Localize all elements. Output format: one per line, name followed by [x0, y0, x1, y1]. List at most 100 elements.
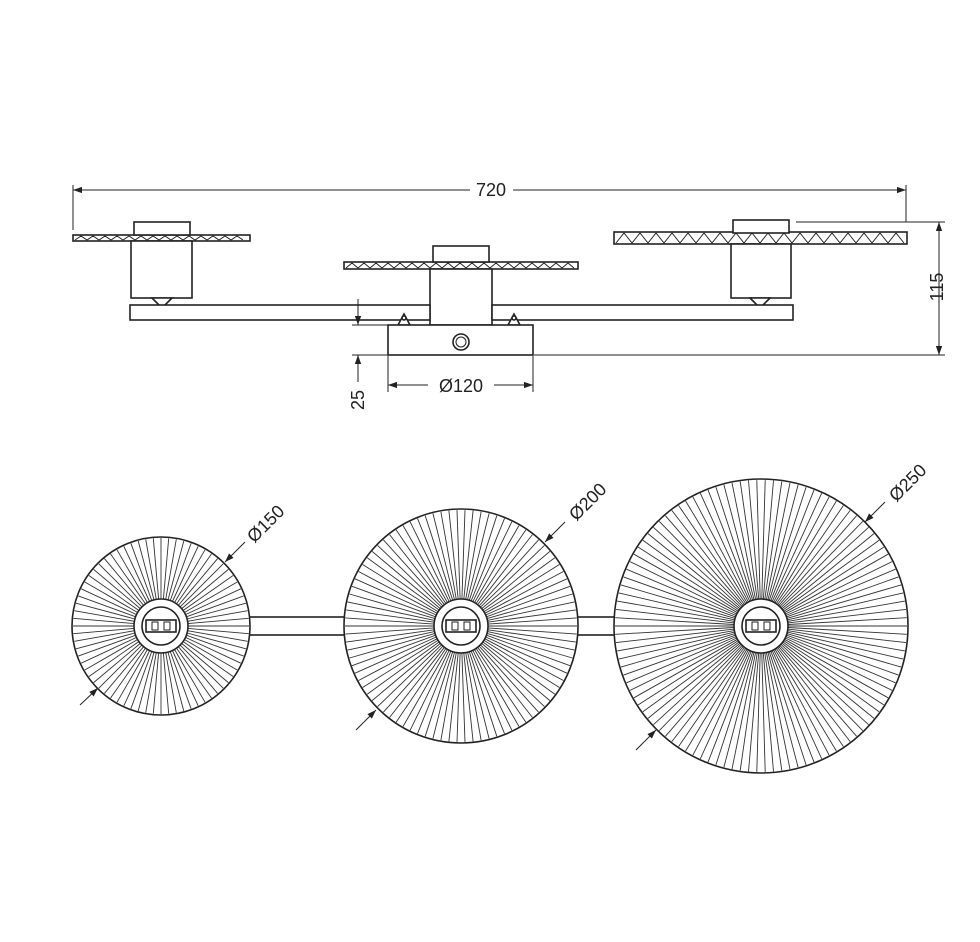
shade-rib-line: [692, 649, 749, 756]
shade-rib-line: [167, 540, 185, 601]
shade-rib-line: [345, 617, 435, 625]
shade-rib-line: [685, 500, 748, 604]
shade-rib-line: [152, 652, 160, 714]
shade-rib-line: [478, 539, 539, 607]
shade-rib-line: [358, 571, 438, 614]
shade-rib-line: [617, 630, 735, 652]
shade-rib-line: [145, 539, 157, 600]
shade-rib-line: [786, 584, 902, 619]
shade-rib-line: [786, 634, 899, 676]
shade-rib-line: [440, 652, 457, 741]
dimension-label-base-height: 25: [348, 390, 368, 410]
shade-rib-line: [179, 563, 224, 608]
shade-rib-line: [633, 553, 738, 614]
shade-rib-line: [780, 526, 869, 609]
shade-rib-line: [417, 650, 452, 734]
shade-rib-line: [482, 557, 556, 611]
shade-rib-line: [448, 510, 459, 600]
shade-rib-line: [98, 644, 143, 689]
shade-rib-line: [75, 602, 136, 620]
shade-rib-line: [93, 643, 141, 683]
shade-rib-line: [770, 651, 815, 763]
shade-rib-line: [784, 638, 889, 699]
shade-rib-line: [647, 642, 741, 719]
shade-rib-line: [461, 510, 466, 600]
shade-rib-line: [787, 627, 907, 635]
shade-rib-line: [187, 617, 249, 625]
shade-rib-line: [768, 651, 807, 766]
shade-rib-line: [771, 650, 823, 759]
shade-rib-line: [775, 648, 844, 747]
shade-rib-line: [623, 634, 736, 676]
shade-rib-line: [486, 585, 571, 618]
shade-rib-line: [787, 608, 907, 624]
shade-rib-line: [395, 648, 447, 723]
shade-rib-line: [474, 525, 520, 603]
shade-rib-line: [178, 646, 218, 694]
shade-rib-line: [354, 578, 437, 616]
shade-rib-line: [171, 546, 199, 602]
shade-rib-line: [777, 510, 851, 605]
shade-rib-line: [187, 630, 248, 642]
shade-rib-line: [764, 481, 783, 600]
shade-rib-line: [467, 652, 490, 739]
shade-rib-line: [182, 575, 234, 611]
shade-rib-line: [362, 564, 439, 613]
shade-medium-plan: [343, 508, 579, 744]
shade-rib-line: [723, 484, 755, 601]
shade-rib-line: [768, 486, 807, 601]
shade-rib-line: [179, 644, 224, 689]
shade-rib-line: [165, 652, 177, 713]
shade-rib-line: [116, 549, 148, 603]
shade-rib-line: [748, 480, 760, 600]
shade-rib-line: [104, 558, 144, 606]
shade-small-plan: [71, 536, 251, 716]
shade-rib-line: [642, 539, 740, 611]
shade-rib-line: [432, 513, 455, 600]
shade-rib-line: [383, 539, 444, 607]
shade-rib-line: [78, 595, 136, 618]
shade-rib-line: [88, 641, 140, 677]
shade-rib-line: [461, 652, 466, 742]
shade-rib-line: [181, 643, 229, 683]
shade-rib-line: [774, 500, 837, 604]
shade-rib-line: [773, 496, 830, 603]
shade-rib-line: [775, 505, 844, 604]
shade-rib-line: [366, 557, 440, 611]
shade-rib-line: [371, 643, 441, 701]
shade-rib-line: [785, 636, 896, 684]
shade-rib-line: [761, 652, 766, 772]
shade-rib-line: [176, 647, 212, 699]
shade-rib-line: [349, 593, 436, 620]
shade-rib-line: [346, 609, 435, 623]
shade-rib-line: [178, 558, 218, 606]
shade-rib-line: [626, 568, 737, 616]
shade-rib-line: [629, 561, 737, 615]
shade-rib-line: [171, 650, 199, 706]
shade-rib-line: [477, 647, 533, 718]
shade-rib-line: [707, 489, 752, 601]
shade-rib-line: [767, 484, 799, 601]
shade-rib-line: [777, 647, 851, 742]
shade-rib-line: [116, 649, 148, 703]
shade-large-plan: [613, 478, 909, 774]
shade-rib-line: [383, 645, 444, 713]
shade-rib-line: [480, 644, 545, 707]
shade-rib-line: [366, 641, 440, 695]
shade-rib-line: [81, 636, 137, 664]
shade-rib-line: [487, 631, 575, 651]
shade-rib-line: [472, 650, 513, 731]
shade-rib-line: [463, 652, 474, 742]
left-arm-bar: [129, 304, 431, 321]
shade-rib-line: [781, 642, 875, 719]
shade-rib-line: [351, 634, 436, 667]
shade-rib-line: [779, 520, 864, 607]
shade-rib-line: [623, 576, 736, 618]
shade-rib-line: [475, 648, 527, 723]
dimension-label-base-diameter: Ø120: [439, 376, 483, 396]
shade-rib-line: [448, 652, 459, 742]
shade-rib-line: [715, 651, 754, 766]
shade-rib-line: [762, 480, 774, 600]
shade-rib-line: [465, 652, 482, 741]
shade-rib-line: [110, 553, 146, 605]
